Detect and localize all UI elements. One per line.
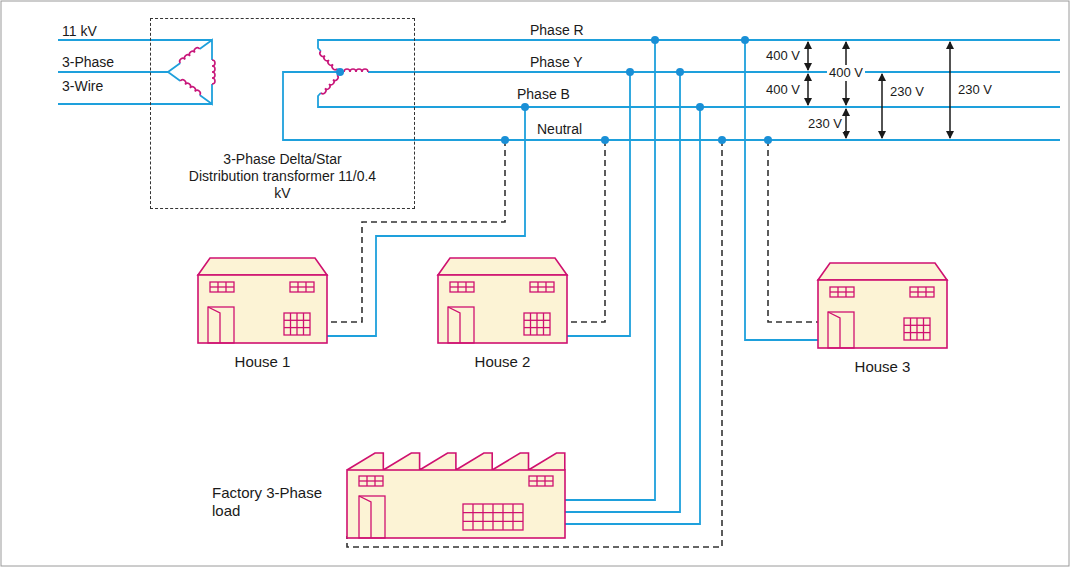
house: House 3 bbox=[810, 260, 955, 376]
house-icon bbox=[190, 255, 335, 345]
incoming-lines bbox=[58, 40, 212, 104]
bus-label: Neutral bbox=[535, 121, 584, 137]
voltage-label: 230 V bbox=[806, 116, 844, 132]
star-coils bbox=[319, 51, 368, 95]
factory: Factory 3-Phase load bbox=[345, 450, 567, 542]
house-label: House 1 bbox=[190, 353, 335, 371]
house-icon bbox=[430, 255, 575, 345]
voltage-label: 230 V bbox=[888, 84, 926, 100]
house-label: House 2 bbox=[430, 353, 575, 371]
voltage-label: 400 V bbox=[764, 48, 802, 64]
voltage-label: 400 V bbox=[827, 65, 865, 81]
voltage-label: 230 V bbox=[956, 82, 994, 98]
neutral-drops bbox=[327, 140, 818, 547]
line-label: 3-Phase bbox=[60, 54, 116, 70]
voltage-label: 400 V bbox=[764, 82, 802, 98]
bus-bars bbox=[283, 40, 1060, 140]
bus-label: Phase Y bbox=[528, 54, 585, 70]
bus-label: Phase B bbox=[515, 86, 572, 102]
transformer-box: 3-Phase Delta/Star Distribution transfor… bbox=[150, 18, 415, 209]
delta-coils bbox=[179, 47, 215, 96]
junction-dots bbox=[336, 36, 772, 144]
house: House 2 bbox=[430, 255, 575, 371]
phase-drops bbox=[327, 40, 818, 524]
line-label: 3-Wire bbox=[60, 78, 105, 94]
house: House 1 bbox=[190, 255, 335, 371]
house-icon bbox=[810, 260, 955, 350]
load-label: Factory 3-Phase load bbox=[212, 484, 337, 520]
voltage-label: 11 kV bbox=[60, 23, 99, 39]
factory-icon bbox=[345, 450, 567, 542]
bus-label: Phase R bbox=[528, 22, 586, 38]
transformer-label: 3-Phase Delta/Star Distribution transfor… bbox=[188, 151, 378, 202]
house-label: House 3 bbox=[810, 358, 955, 376]
